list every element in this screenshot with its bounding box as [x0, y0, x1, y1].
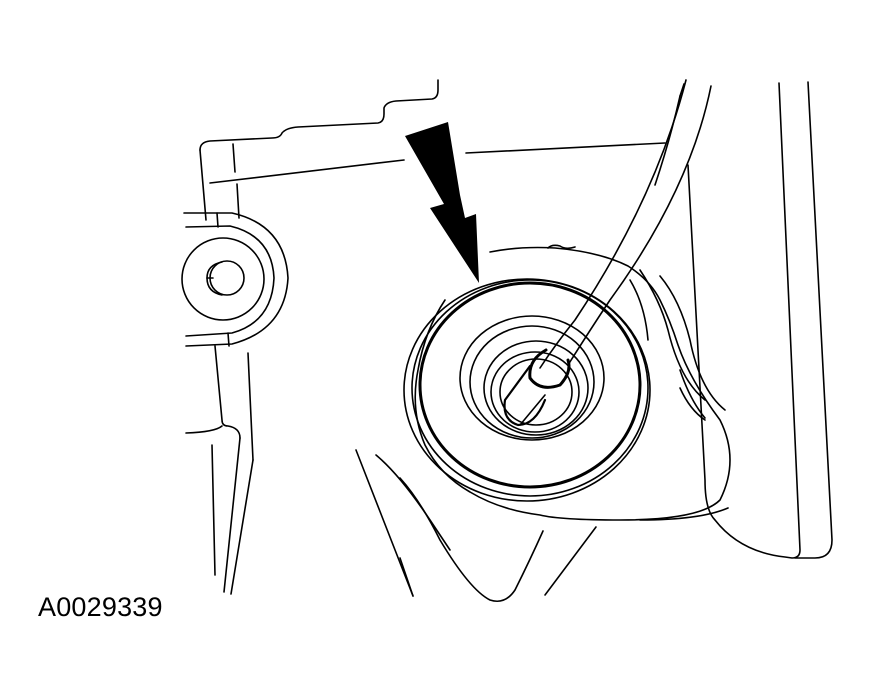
- callout-arrow-icon: [405, 122, 479, 283]
- circular-seal-bore: [403, 244, 731, 521]
- housing-outline: [199, 79, 685, 221]
- lower-bracket: [355, 449, 597, 603]
- tube-line: [503, 79, 712, 427]
- left-bushing: [181, 212, 289, 595]
- right-panel: [639, 81, 833, 559]
- figure-caption-id: A0029339: [38, 592, 163, 622]
